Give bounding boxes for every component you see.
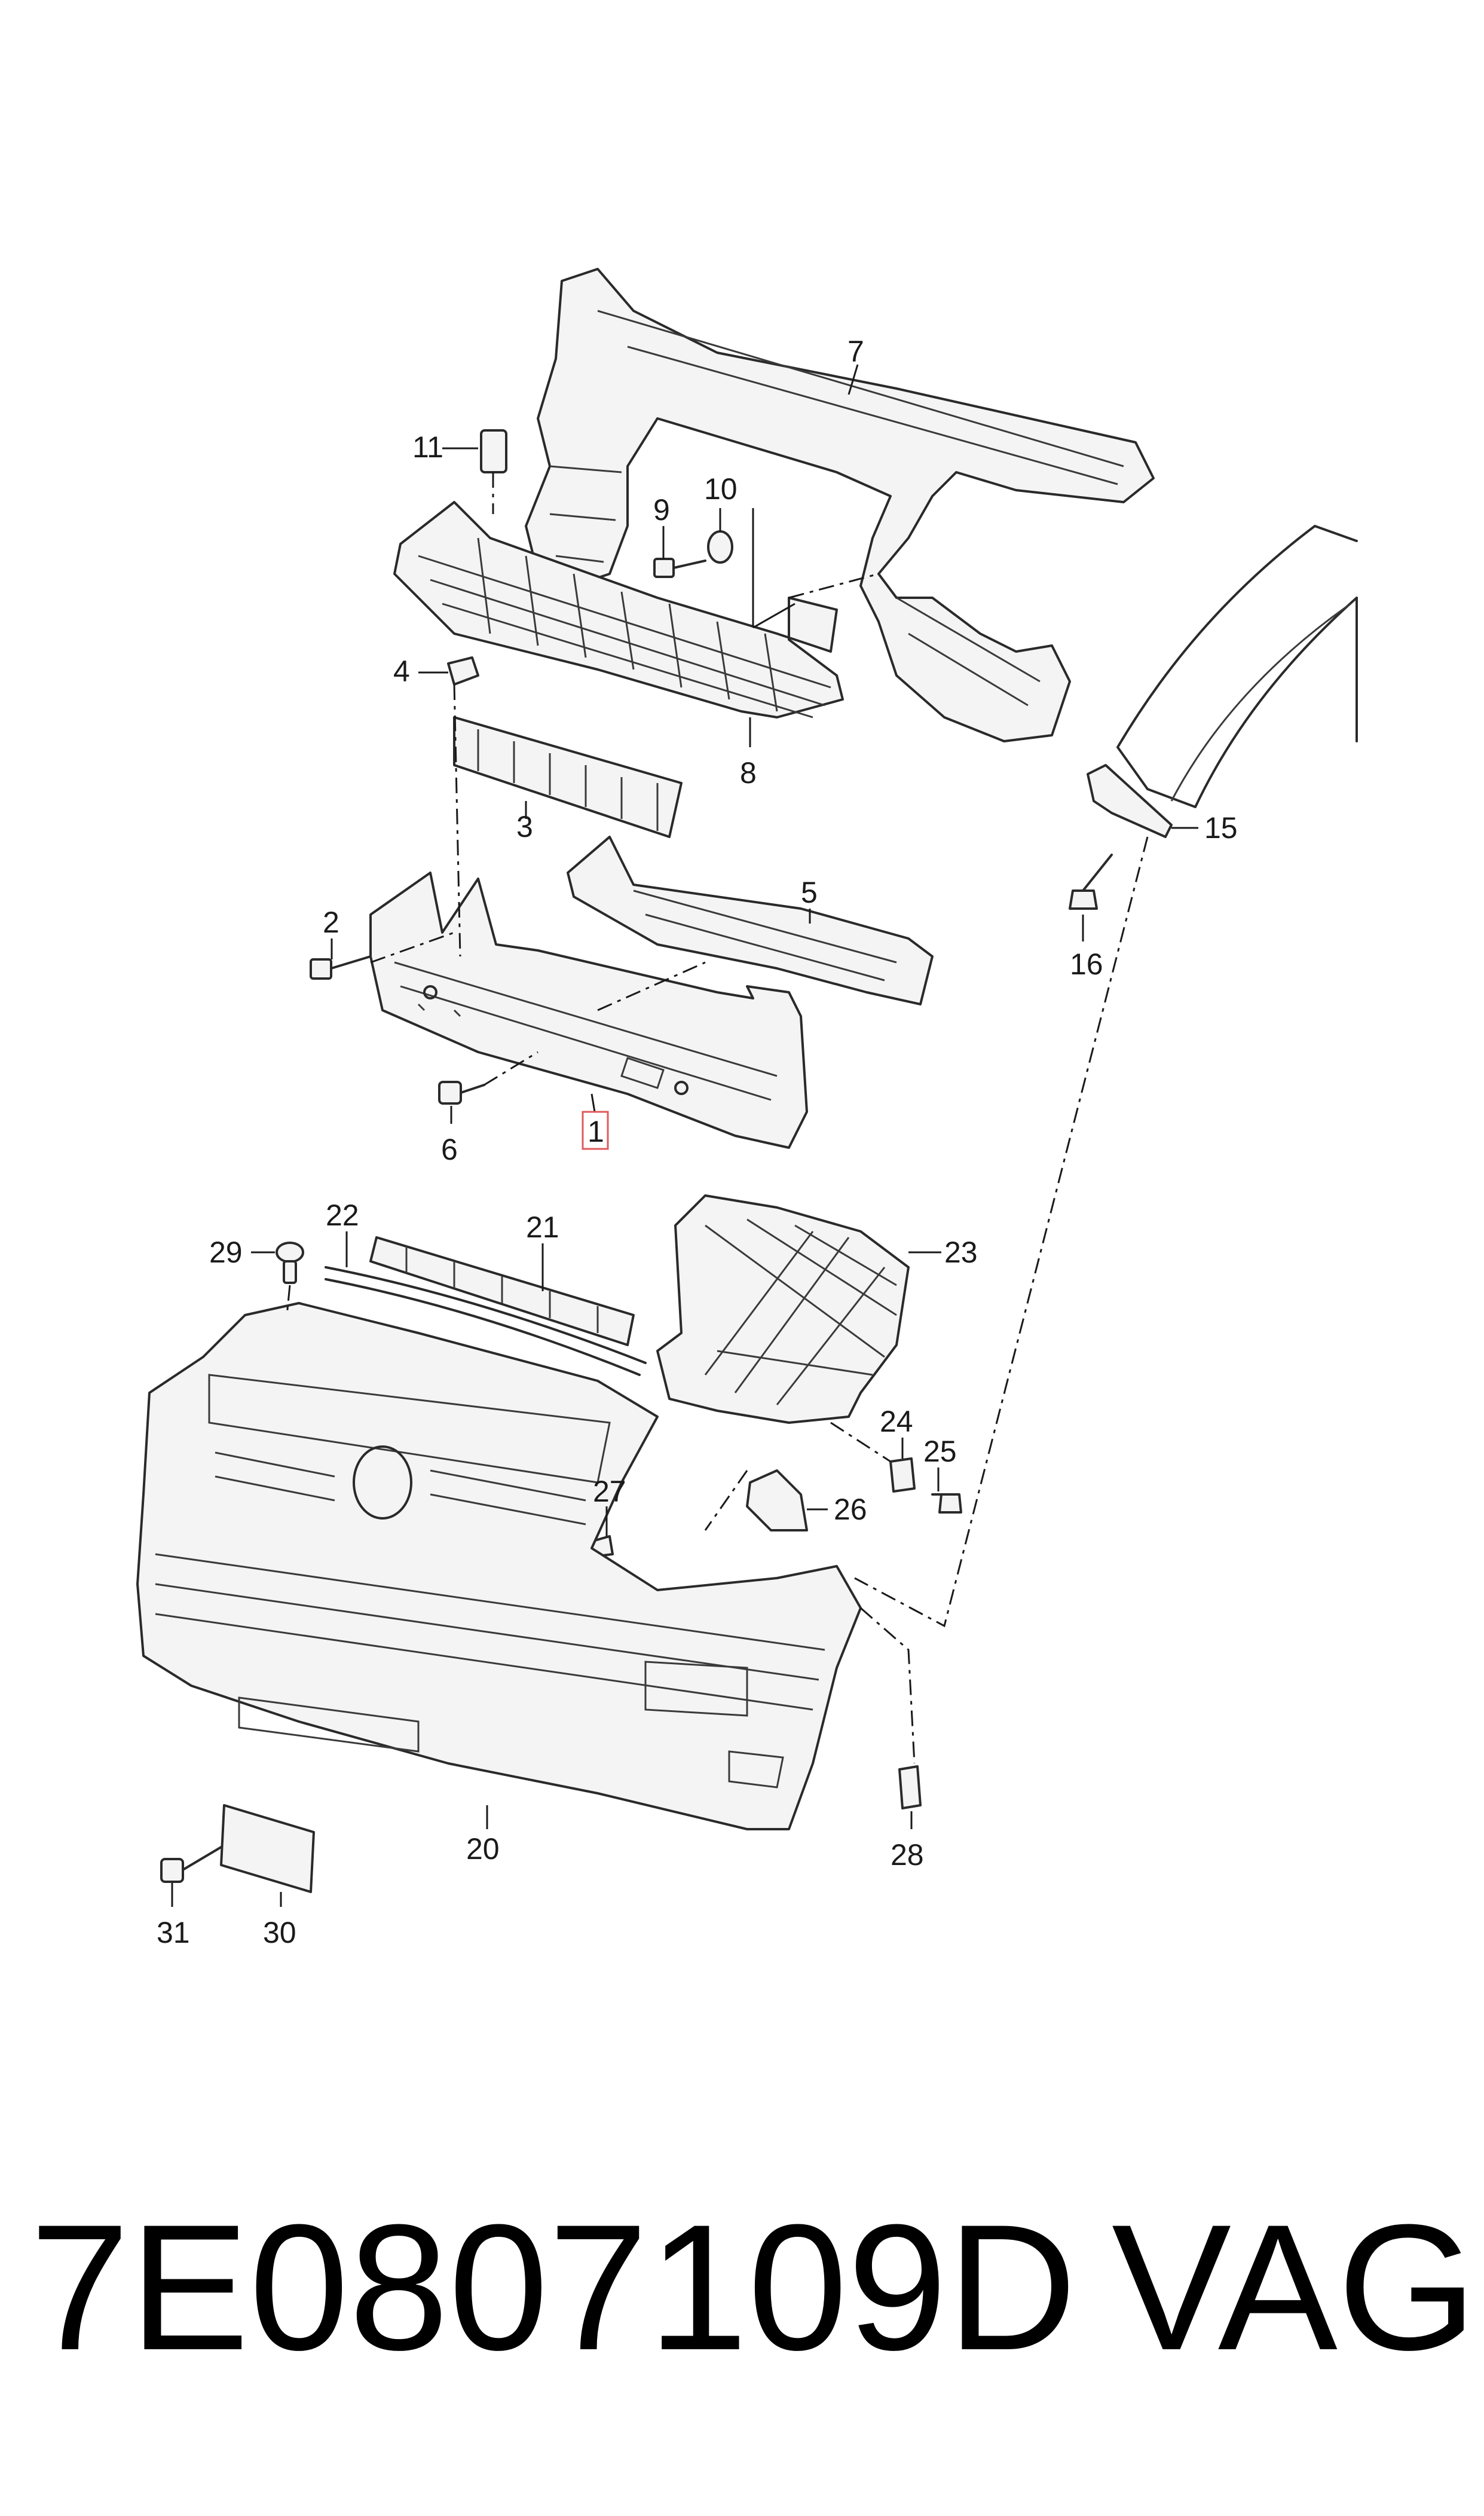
callout-2: 2 xyxy=(323,906,339,939)
callout-30: 30 xyxy=(263,1916,296,1949)
leader-lines xyxy=(171,364,1198,1907)
part-24-grommet xyxy=(889,1457,916,1493)
callout-1: 1 xyxy=(588,1115,604,1148)
callout-8: 8 xyxy=(740,756,757,790)
callout-4: 4 xyxy=(393,655,410,688)
callout-27: 27 xyxy=(593,1475,626,1508)
callout-31: 31 xyxy=(157,1916,190,1949)
part-1-bumper-carrier xyxy=(369,872,808,1149)
assembly-dash-lines xyxy=(286,472,1149,1764)
part-29-clip xyxy=(276,1242,304,1284)
callout-21: 21 xyxy=(526,1210,559,1244)
part-15-bracket xyxy=(1087,764,1173,838)
part-10-washer xyxy=(707,530,733,564)
callout-9: 9 xyxy=(653,493,670,527)
callout-28: 28 xyxy=(891,1838,924,1872)
part-3-reinforcement-strip xyxy=(453,716,683,838)
callout-25: 25 xyxy=(923,1435,957,1468)
part-26-bracket xyxy=(746,1469,808,1531)
callout-24: 24 xyxy=(880,1405,913,1438)
part-28-clip xyxy=(898,1765,922,1809)
callout-6: 6 xyxy=(441,1133,458,1166)
part-4-nut xyxy=(447,656,479,686)
callout-20: 20 xyxy=(466,1832,500,1866)
callout-22: 22 xyxy=(326,1199,359,1232)
part-2-bolt xyxy=(310,955,372,980)
part-22-seal-strip xyxy=(325,1266,647,1364)
part-31-screw xyxy=(160,1846,222,1883)
callout-7: 7 xyxy=(847,335,864,368)
callout-numbers: 7 11 10 9 4 8 3 5 2 1 6 15 16 22 21 29 2… xyxy=(157,335,1238,1949)
callout-11: 11 xyxy=(412,430,443,464)
callout-3: 3 xyxy=(516,810,533,843)
part-8-impact-absorber xyxy=(393,501,844,719)
part-6-rivet xyxy=(438,1081,485,1105)
part-16-screw xyxy=(1069,854,1113,910)
part-23-side-bracket xyxy=(656,1194,910,1424)
callout-29: 29 xyxy=(209,1236,243,1269)
callout-5: 5 xyxy=(801,876,818,909)
callout-10: 10 xyxy=(704,472,738,506)
callout-26: 26 xyxy=(834,1493,867,1526)
fender-outline xyxy=(1116,525,1358,808)
callout-23: 23 xyxy=(944,1236,978,1269)
part-number: 7E0807109D xyxy=(30,2187,1077,2387)
brand-name: VAG xyxy=(1112,2187,1477,2387)
part-30-plate-bracket xyxy=(220,1804,315,1893)
part-21-grille-bracket xyxy=(369,1236,635,1346)
part-25-screw xyxy=(931,1493,962,1514)
callout-15: 15 xyxy=(1204,811,1238,845)
part-11-clip xyxy=(480,429,507,473)
part-5-air-guide xyxy=(567,836,934,1005)
highlight-box-part-1 xyxy=(582,1111,609,1150)
part-9-bolt xyxy=(653,558,706,578)
callout-16: 16 xyxy=(1070,947,1103,981)
